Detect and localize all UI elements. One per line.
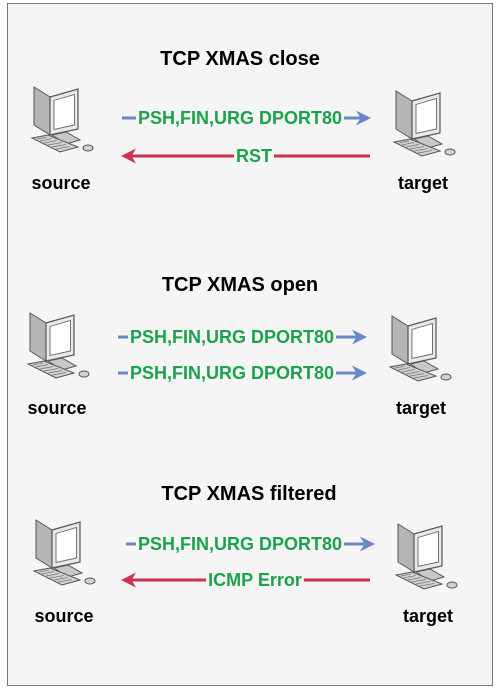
request-flags-label: PSH,FIN,URG DPORT80 xyxy=(130,363,334,383)
source-computer-icon xyxy=(33,519,96,586)
request-flags-label: PSH,FIN,URG DPORT80 xyxy=(130,327,334,347)
label-background xyxy=(206,572,304,588)
scenario-title-open: TCP XMAS open xyxy=(162,274,318,296)
source-label: source xyxy=(27,398,86,418)
response-label: RST xyxy=(236,146,272,166)
label-background xyxy=(135,536,345,552)
source-label: source xyxy=(31,173,90,193)
label-background xyxy=(135,110,345,126)
label-background xyxy=(127,365,337,381)
request-flags-label: PSH,FIN,URG DPORT80 xyxy=(138,108,342,128)
target-label: target xyxy=(403,606,453,626)
scenario-title-filtered: TCP XMAS filtered xyxy=(161,483,336,505)
target-label: target xyxy=(398,173,448,193)
label-background xyxy=(127,329,337,345)
target-computer-icon xyxy=(393,90,456,157)
request-flags-label: PSH,FIN,URG DPORT80 xyxy=(138,534,342,554)
target-computer-icon xyxy=(389,315,452,382)
target-computer-icon xyxy=(395,523,458,590)
source-label: source xyxy=(34,606,93,626)
label-background xyxy=(234,148,275,164)
source-computer-icon xyxy=(31,86,94,153)
scenario-title-close: TCP XMAS close xyxy=(160,48,320,70)
target-label: target xyxy=(396,398,446,418)
response-label: ICMP Error xyxy=(208,570,302,590)
source-computer-icon xyxy=(27,312,90,379)
